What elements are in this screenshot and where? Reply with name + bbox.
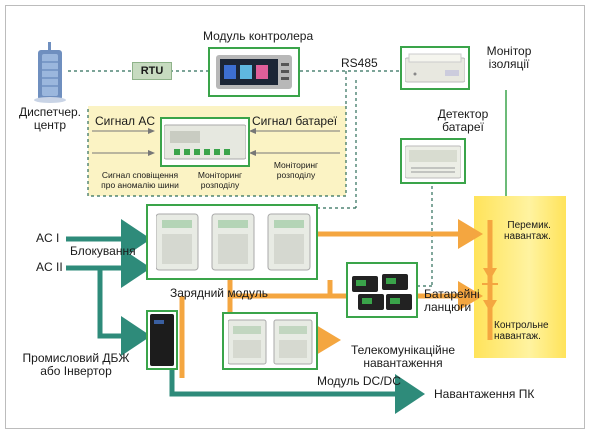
dispatch-label: Диспетчер. центр <box>18 105 82 132</box>
ac-signal-label: Сигнал AC <box>95 114 156 128</box>
rtu-label: RTU <box>140 65 164 77</box>
battery-strings-label: Батарейні ланцюги <box>424 287 480 314</box>
building-icon <box>34 42 66 103</box>
rectifier-module-icon <box>156 213 311 271</box>
monitoring-unit-icon <box>164 124 246 160</box>
diagram-frame <box>5 5 585 429</box>
ac1-label: AC I <box>36 231 60 245</box>
switch-load-label: Перемик. навантаж. <box>504 220 551 242</box>
bus-anomaly-label: Сигнал сповіщення про аномалію шини <box>101 170 179 190</box>
ac2-label: AC II <box>36 260 63 274</box>
ac-power-lines <box>66 219 425 414</box>
charger-module-label: Зарядний модуль <box>170 286 268 300</box>
dist-monitor-label-2: Моніторинг розподілу <box>273 160 319 180</box>
control-load-label: Контрольне навантаж. <box>494 320 549 342</box>
insulation-monitor-label: Монітор ізоляції <box>486 44 532 71</box>
battery-icon <box>352 274 412 310</box>
rs485-label: RS485 <box>341 56 378 70</box>
monitor-device-icon <box>405 53 465 83</box>
ups-label: Промисловий ДБЖ або Інвертор <box>22 351 130 378</box>
controller-module-label: Модуль контролера <box>203 29 314 43</box>
load-triangles <box>483 268 497 312</box>
pc-load-label: Навантаження ПК <box>434 387 535 401</box>
interlock-label: Блокування <box>70 244 136 258</box>
detector-device-icon <box>405 145 461 179</box>
dist-monitor-label-1: Моніторинг розподілу <box>197 170 243 190</box>
controller-screen-icon <box>216 55 292 89</box>
ups-cabinet-icon <box>150 314 174 366</box>
dcdc-module-icon <box>228 319 313 365</box>
rtu-badge <box>132 62 172 80</box>
battery-detector-label: Детектор батареї <box>437 107 489 134</box>
telecom-load-label: Телекомунікаційне навантаження <box>350 343 456 370</box>
dcdc-module-label: Модуль DC/DC <box>317 374 401 388</box>
battery-signal-label: Сигнал батареї <box>252 114 338 128</box>
